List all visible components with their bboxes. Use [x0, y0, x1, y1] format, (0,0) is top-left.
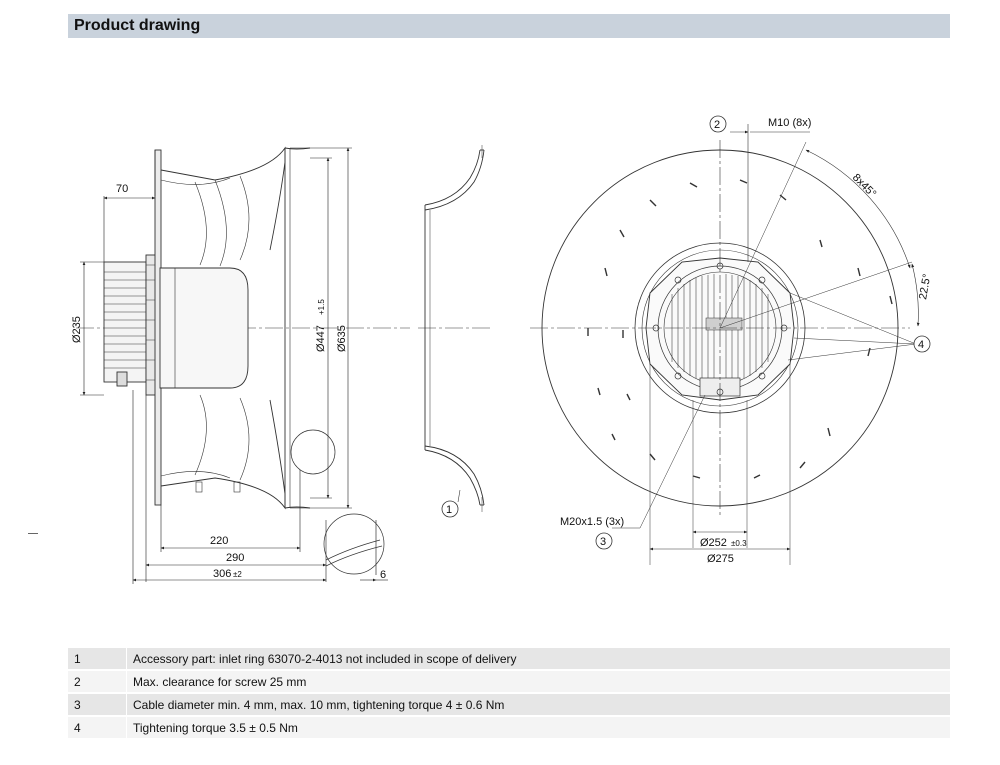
svg-text:1: 1 [446, 504, 452, 516]
note-text: Accessory part: inlet ring 63070-2-4013 … [126, 648, 950, 670]
table-row: 1 Accessory part: inlet ring 63070-2-401… [68, 648, 950, 670]
svg-text:2: 2 [714, 119, 720, 131]
dim-angle-22: 22.5° [917, 273, 933, 301]
note-text: Max. clearance for screw 25 mm [126, 670, 950, 693]
dim-290: 290 [226, 552, 244, 564]
dim-306: 306 [213, 568, 231, 580]
table-row: 4 Tightening torque 3.5 ± 0.5 Nm [68, 716, 950, 739]
side-view-dimensions [80, 147, 388, 584]
dim-m20: M20x1.5 (3x) [560, 516, 624, 528]
side-view [76, 146, 410, 575]
marker-3: 3 [595, 532, 613, 550]
margin-mark [28, 533, 38, 534]
table-row: 3 Cable diameter min. 4 mm, max. 10 mm, … [68, 693, 950, 716]
svg-text:4: 4 [918, 339, 924, 351]
svg-text:3: 3 [600, 536, 606, 548]
note-number: 1 [68, 648, 127, 670]
dim-d252: Ø252 [700, 537, 727, 549]
dim-6: 6 [380, 569, 386, 581]
section-title: Product drawing [74, 17, 201, 34]
note-number: 4 [68, 716, 127, 739]
blade-slots [587, 179, 893, 479]
side-view-labels: 70 Ø235 Ø447 +1.5 Ø635 220 290 306 ±2 6 [71, 183, 386, 581]
note-number: 2 [68, 670, 127, 693]
dim-d252-tol: ±0.3 [731, 539, 747, 548]
dim-m10: M10 (8x) [768, 117, 811, 129]
dim-306-tol: ±2 [233, 570, 242, 579]
marker-2: 2 [709, 115, 727, 133]
technical-drawing: 70 Ø235 Ø447 +1.5 Ø635 220 290 306 ±2 6 … [71, 115, 933, 584]
marker-4: 4 [913, 335, 931, 353]
notes-table: 1 Accessory part: inlet ring 63070-2-401… [68, 648, 950, 740]
table-row: 2 Max. clearance for screw 25 mm [68, 670, 950, 693]
inlet-ring [418, 145, 492, 512]
dim-70: 70 [116, 183, 128, 195]
dim-d447: Ø447 [315, 325, 327, 352]
note-text: Cable diameter min. 4 mm, max. 10 mm, ti… [126, 693, 950, 716]
marker-1: 1 [441, 500, 459, 518]
section-header: Product drawing [68, 14, 950, 38]
note-text: Tightening torque 3.5 ± 0.5 Nm [126, 716, 950, 739]
dim-d275: Ø275 [707, 553, 734, 565]
dim-angle-8x45: 8x45° [850, 172, 878, 200]
front-view [530, 124, 920, 565]
dim-d235: Ø235 [71, 316, 83, 343]
dim-d447-tol: +1.5 [317, 299, 326, 315]
note-number: 3 [68, 693, 127, 716]
dim-220: 220 [210, 535, 228, 547]
dim-d635: Ø635 [336, 325, 348, 352]
